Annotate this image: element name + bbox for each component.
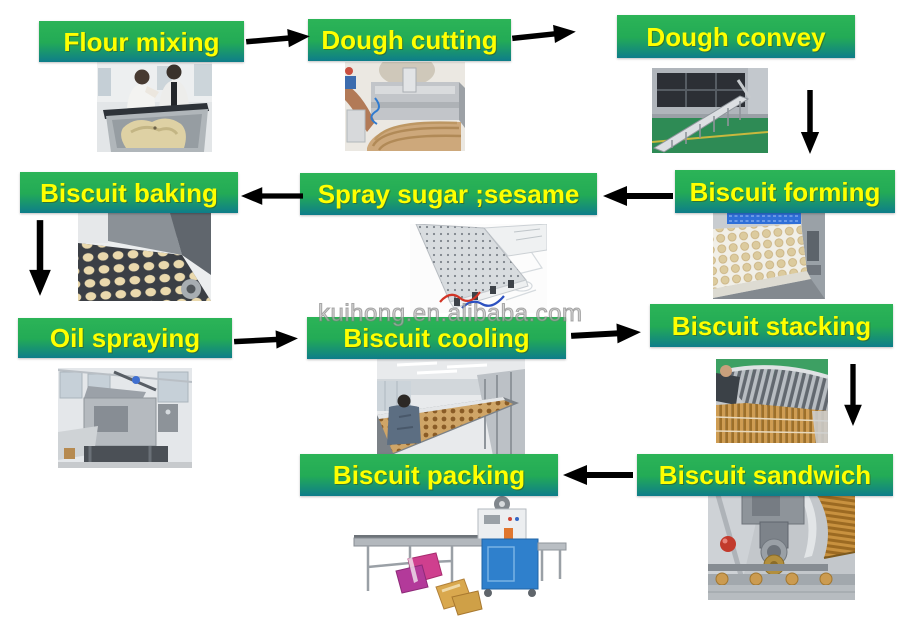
step-label-text: Spray sugar ;sesame xyxy=(317,179,580,209)
step-label-biscuit-forming: Biscuit forming xyxy=(675,170,895,213)
photo-biscuit-baking xyxy=(78,213,211,301)
step-label-biscuit-stacking: Biscuit stacking xyxy=(650,304,893,347)
arrow-flour-mixing-to-dough-cutting-icon xyxy=(245,24,311,53)
step-label-text: Biscuit forming xyxy=(689,176,881,207)
step-label-flour-mixing: Flour mixing xyxy=(39,21,244,62)
step-label-biscuit-baking: Biscuit baking xyxy=(20,172,238,213)
arrow-biscuit-forming-to-spray-sugar-icon xyxy=(599,184,677,208)
photo-biscuit-cooling xyxy=(377,358,525,457)
photo-biscuit-packing xyxy=(352,495,567,620)
photo-dough-cutting xyxy=(345,62,465,151)
watermark-text: kuihong.en.alibaba.com xyxy=(318,300,583,328)
step-label-dough-convey: Dough convey xyxy=(617,15,855,58)
step-label-biscuit-packing: Biscuit packing xyxy=(300,454,558,496)
arrow-biscuit-baking-to-oil-spraying-icon xyxy=(27,219,53,297)
step-label-text: Biscuit cooling xyxy=(343,323,530,353)
arrow-oil-spraying-to-biscuit-cooling-icon xyxy=(233,326,298,353)
photo-oil-spraying xyxy=(58,368,192,468)
arrow-biscuit-sandwich-to-biscuit-packing-icon xyxy=(563,462,633,488)
photo-biscuit-sandwich xyxy=(708,488,855,600)
step-label-text: Dough convey xyxy=(646,21,826,52)
photo-spray-sugar-sesame xyxy=(410,224,547,313)
step-label-text: Dough cutting xyxy=(321,25,498,55)
step-label-spray-sugar: Spray sugar ;sesame xyxy=(300,173,597,215)
photo-biscuit-stacking xyxy=(716,359,828,443)
step-label-text: Biscuit stacking xyxy=(671,310,872,341)
step-label-text: Biscuit baking xyxy=(40,177,218,208)
photo-flour-mixing xyxy=(97,62,212,152)
step-label-biscuit-cooling: Biscuit cooling xyxy=(307,317,566,359)
arrow-biscuit-stacking-to-biscuit-sandwich-icon xyxy=(841,364,865,426)
arrow-dough-cutting-to-dough-convey-icon xyxy=(511,21,577,50)
step-label-text: Oil spraying xyxy=(49,323,201,353)
step-label-dough-cutting: Dough cutting xyxy=(308,19,511,61)
arrow-biscuit-cooling-to-biscuit-stacking-icon xyxy=(570,320,641,348)
step-label-biscuit-sandwich: Biscuit sandwich xyxy=(637,454,893,496)
arrow-spray-sugar-to-biscuit-baking-icon xyxy=(241,182,303,210)
step-label-text: Biscuit sandwich xyxy=(658,460,872,490)
step-label-text: Flour mixing xyxy=(63,26,220,57)
step-label-text: Biscuit packing xyxy=(332,460,526,490)
photo-dough-convey xyxy=(652,68,768,153)
arrow-dough-convey-to-biscuit-forming-icon xyxy=(797,90,823,154)
photo-biscuit-forming xyxy=(713,213,825,299)
step-label-oil-spraying: Oil spraying xyxy=(18,318,232,358)
